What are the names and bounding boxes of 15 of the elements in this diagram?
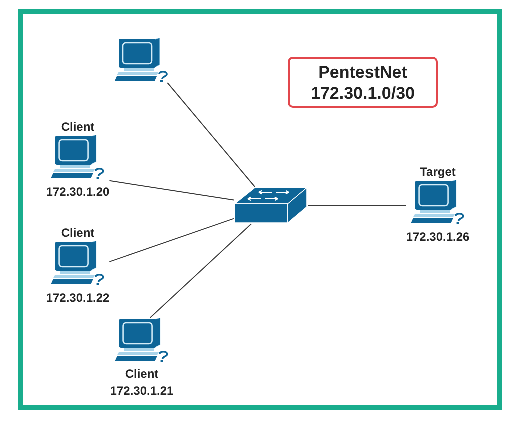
network-name: PentestNet bbox=[318, 62, 408, 82]
ip-address: 172.30.1.21 bbox=[110, 384, 174, 398]
network-link bbox=[150, 224, 252, 318]
device-name: Target bbox=[420, 165, 456, 179]
subnet-address: 172.30.1.0/30 bbox=[311, 82, 415, 104]
network-link bbox=[167, 82, 256, 188]
ip-address: 172.30.1.20 bbox=[46, 185, 110, 199]
device-name: Client bbox=[61, 120, 95, 134]
ip-address: 172.30.1.22 bbox=[46, 291, 110, 305]
ip-address: 172.30.1.26 bbox=[406, 230, 470, 244]
network-info-box bbox=[288, 57, 438, 108]
network-link bbox=[109, 218, 234, 262]
device-name: Client bbox=[61, 226, 95, 240]
device-name: Client bbox=[125, 367, 159, 381]
network-link bbox=[109, 180, 234, 201]
